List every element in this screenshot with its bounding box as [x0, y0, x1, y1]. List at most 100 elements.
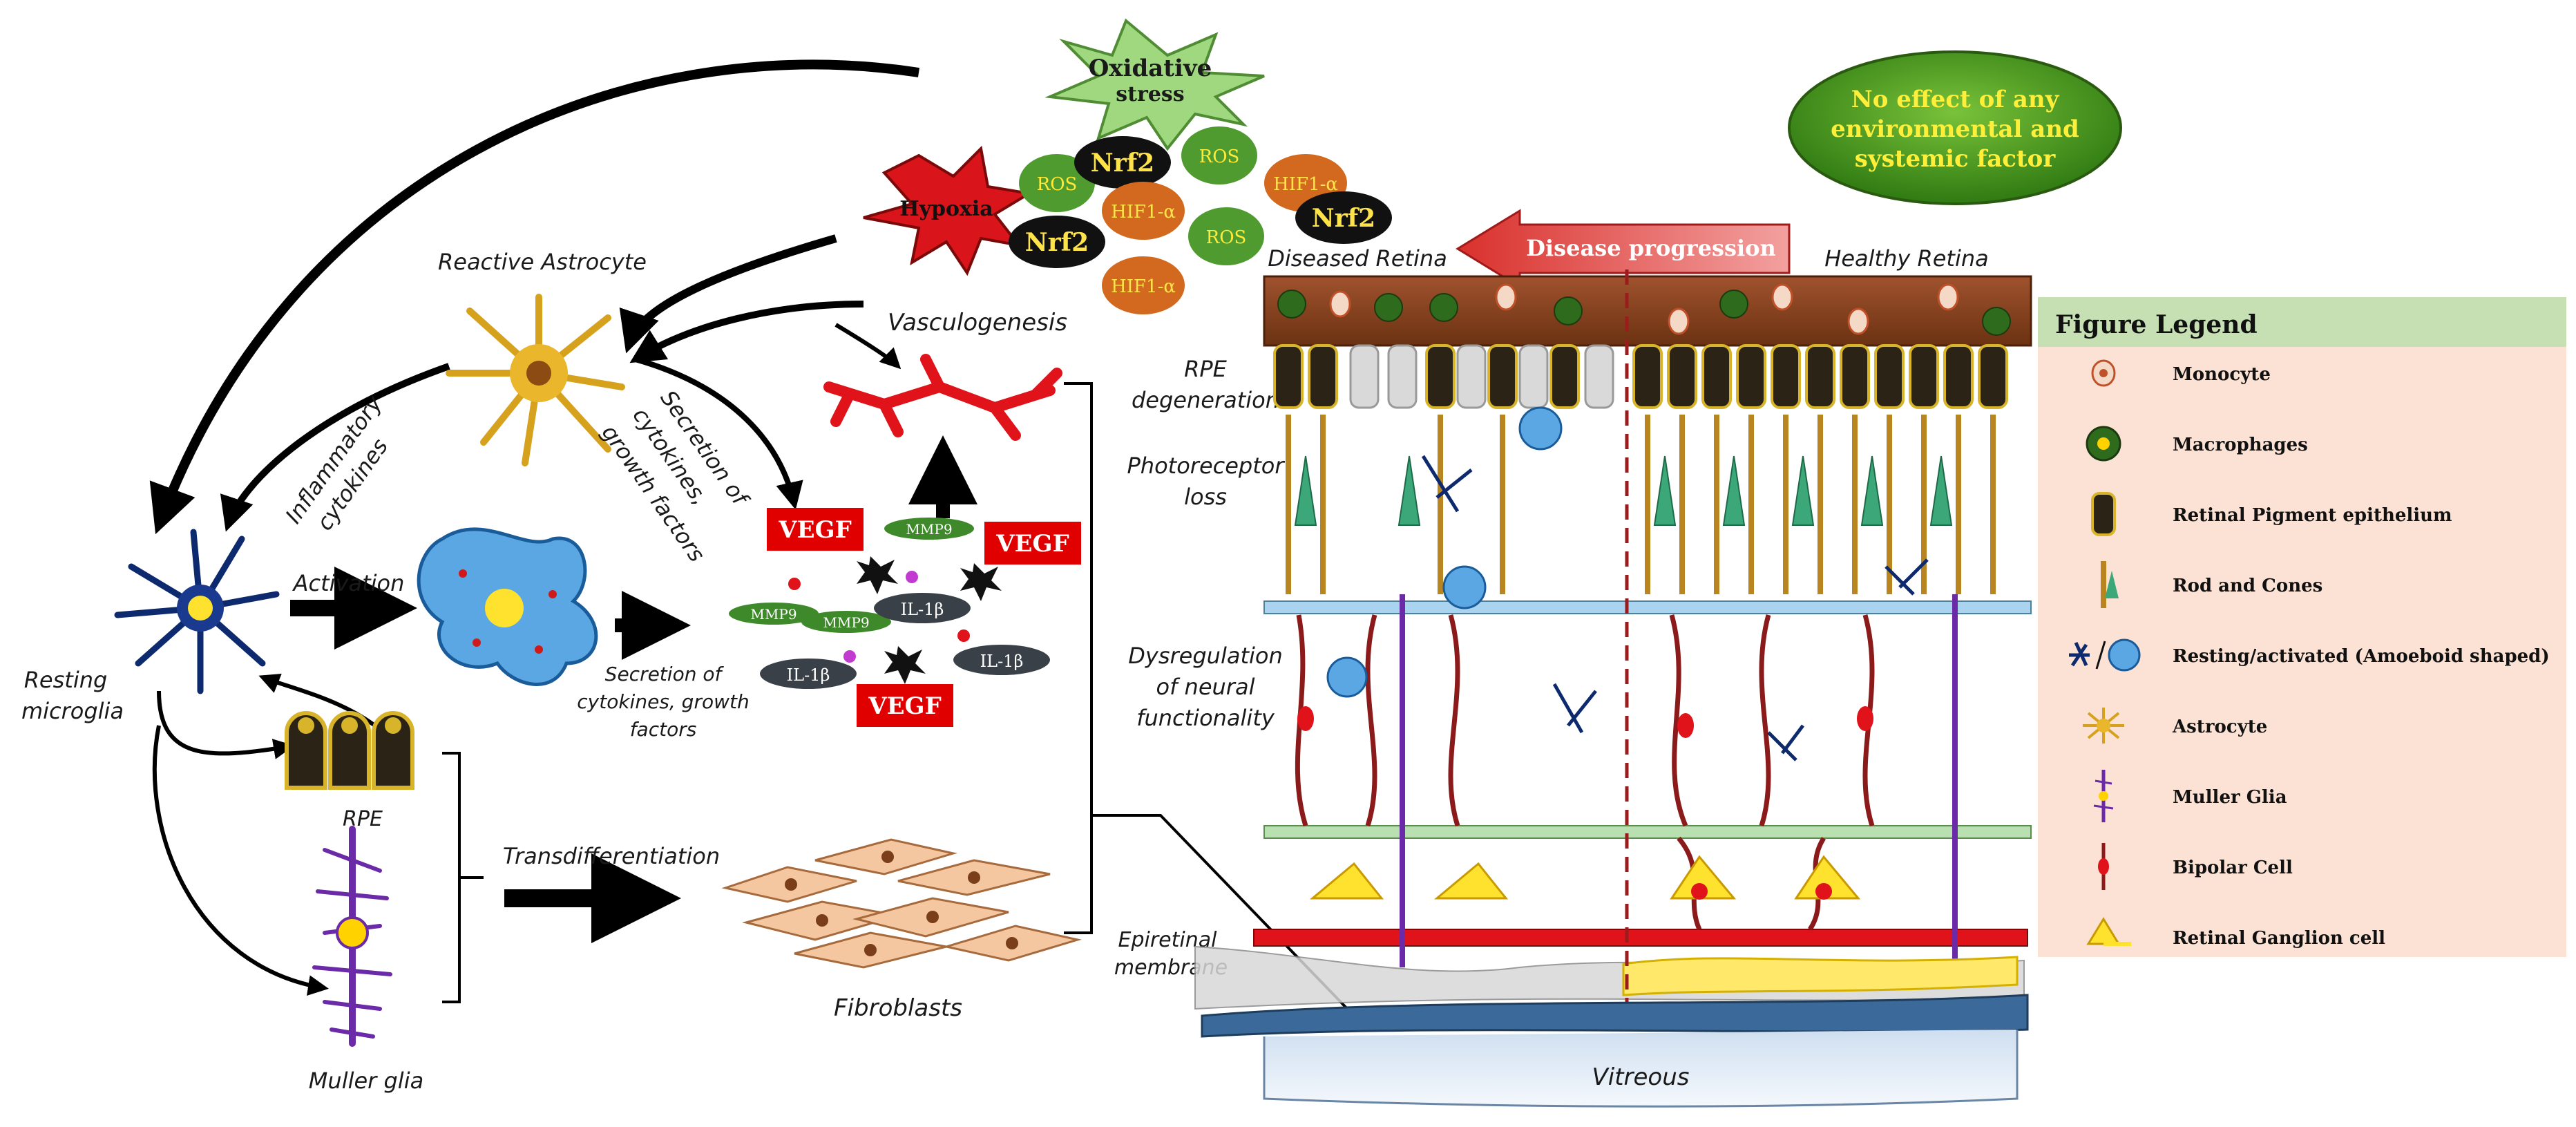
- reactive-astrocyte-label: Reactive Astrocyte: [438, 249, 647, 275]
- dysreg-label-3: functionality: [1136, 705, 1275, 731]
- svg-text:Nrf2: Nrf2: [1091, 149, 1154, 178]
- legend-item-label: Bipolar Cell: [2173, 858, 2293, 878]
- ros-molecule: [1188, 207, 1264, 265]
- retina-section: [1194, 269, 2032, 1108]
- vitreous-label: Vitreous: [1592, 1063, 1690, 1091]
- rod-cone-icon: [2101, 561, 2119, 608]
- astrocyte-loop-arrow: [629, 301, 864, 363]
- legend-item-label: Muller Glia: [2173, 787, 2287, 808]
- hypoxia-to-astrocyte-arrow: [619, 234, 837, 354]
- legend-title: Figure Legend: [2055, 310, 2258, 339]
- microglia-to-muller-arrow: [152, 725, 329, 996]
- vegf-box: [984, 522, 1081, 565]
- svg-text:HIF1-α: HIF1-α: [1273, 174, 1338, 195]
- resting-microglia: [114, 529, 280, 694]
- legend-item-label: Retinal Pigment epithelium: [2173, 505, 2452, 526]
- svg-text:HIF1-α: HIF1-α: [1111, 202, 1176, 222]
- hif1a-molecule: [1102, 182, 1185, 240]
- svg-text:environmental and: environmental and: [1831, 115, 2079, 143]
- legend-item: Muller Glia: [2093, 770, 2287, 822]
- svg-text:MMP9: MMP9: [823, 614, 869, 631]
- vasculogenesis-label: Vasculogenesis: [888, 309, 1067, 337]
- ganglion-cell-icon: [2086, 917, 2131, 946]
- legend-item-label: Macrophages: [2173, 435, 2308, 455]
- svg-text:ROS: ROS: [1037, 174, 1078, 195]
- muller-glia-label: Muller glia: [309, 1068, 423, 1094]
- oxidative-label-1: Oxidative: [1089, 55, 1212, 82]
- reactive-astrocyte: [446, 294, 625, 466]
- microglia-to-rpe-arrow: [157, 690, 294, 759]
- secretion-bottom-label-3: factors: [630, 718, 697, 741]
- dysreg-label-1: Dysregulation: [1128, 643, 1282, 669]
- vitreous-body: [1263, 1030, 2019, 1108]
- pathway-arrows: [149, 59, 920, 996]
- legend-item-label: Astrocyte: [2172, 717, 2267, 737]
- svg-text:VEGF: VEGF: [995, 530, 1069, 558]
- inner-membrane-bar: [1263, 825, 2032, 839]
- legend-item: Retinal Ganglion cell: [2086, 917, 2385, 949]
- dysreg-label-2: of neural: [1156, 674, 1255, 700]
- secretion-bottom-label-2: cytokines, growth: [577, 690, 749, 713]
- vasculogenesis-vessels: [823, 354, 1062, 441]
- svg-text:MMP9: MMP9: [906, 521, 952, 538]
- transdifferentiation-label: Transdifferentiation: [503, 843, 720, 869]
- fibroblasts-label: Fibroblasts: [834, 994, 962, 1022]
- hypoxia-label: Hypoxia: [899, 197, 993, 221]
- resting-label-2: microglia: [21, 698, 124, 724]
- nrf2-molecule: [1295, 191, 1392, 244]
- fibroblasts: [721, 838, 1082, 969]
- to-vasculogenesis-arrow: [834, 323, 901, 370]
- no-effect-oval: No effect of any environmental and syste…: [1788, 50, 2122, 205]
- resting-label-1: Resting: [24, 667, 108, 693]
- mmp9-molecule: [884, 518, 974, 540]
- legend-item: Rod and Cones: [2101, 561, 2322, 608]
- mmp9-molecule: [729, 603, 819, 625]
- astrocyte-to-microglia-arrow: [220, 363, 450, 532]
- ros-molecule: [1181, 126, 1257, 184]
- legend-item: Retinal Pigment epithelium: [2091, 492, 2452, 536]
- oxidative-label-2: stress: [1116, 82, 1184, 106]
- svg-text:IL-1β: IL-1β: [980, 652, 1024, 671]
- disease-progression-arrow: Disease progression: [1456, 209, 1791, 289]
- astrocyte-icon: [2083, 708, 2124, 744]
- hif1a-molecule: [1102, 256, 1185, 314]
- svg-text:MMP9: MMP9: [750, 606, 796, 623]
- legend-item-label: Rod and Cones: [2173, 576, 2322, 596]
- figure-legend: Figure Legend MonocyteMacrophagesRetinal…: [2038, 297, 2566, 957]
- bipolar-cell-icon: [2098, 843, 2109, 890]
- activated-microglia: [417, 527, 598, 686]
- svg-text:VEGF: VEGF: [778, 516, 851, 544]
- svg-text:Disease progression: Disease progression: [1526, 235, 1776, 261]
- legend-item: Macrophages: [2086, 426, 2308, 462]
- legend-item: Monocyte: [2091, 359, 2271, 387]
- nrf2-molecule: [1074, 136, 1171, 189]
- legend-item: Bipolar Cell: [2098, 843, 2293, 890]
- svg-text:IL-1β: IL-1β: [787, 665, 830, 685]
- vegf-box: [767, 508, 864, 551]
- healthy-retina-label: Healthy Retina: [1824, 245, 1988, 272]
- il1b-molecule: [760, 659, 857, 689]
- diseased-retina-label: Diseased Retina: [1268, 245, 1447, 272]
- svg-text:IL-1β: IL-1β: [901, 600, 944, 619]
- outer-membrane-bar: [1263, 600, 2032, 614]
- straight-arrows: [290, 435, 977, 943]
- legend-item-label: Monocyte: [2173, 364, 2271, 385]
- secretion-bottom-label-1: Secretion of: [605, 663, 725, 685]
- oxidative-stress-burst: Oxidative stress: [1044, 18, 1265, 151]
- rpe-deg-label-1: RPE: [1184, 356, 1228, 382]
- microglia-icon: [2069, 638, 2141, 672]
- cytokine-cluster: VEGF VEGF VEGF MMP9 MMP9 MMP9 IL-1β IL-1…: [729, 508, 1081, 727]
- nrf2-molecule: [1009, 216, 1105, 268]
- svg-text:Nrf2: Nrf2: [1025, 228, 1089, 257]
- mmp9-molecule: [801, 611, 891, 633]
- legend-item: Astrocyte: [2083, 708, 2267, 744]
- monocyte-icon: [2091, 359, 2116, 387]
- svg-text:VEGF: VEGF: [868, 692, 941, 720]
- rpe-cells: [285, 711, 414, 790]
- astrocyte-to-vegf-arrow: [634, 357, 803, 510]
- rpe-muller-bracket: [442, 752, 484, 1003]
- legend-panel: [2038, 297, 2566, 957]
- ilm-bar: [1253, 929, 2028, 947]
- muller-glia-icon: [2093, 770, 2114, 822]
